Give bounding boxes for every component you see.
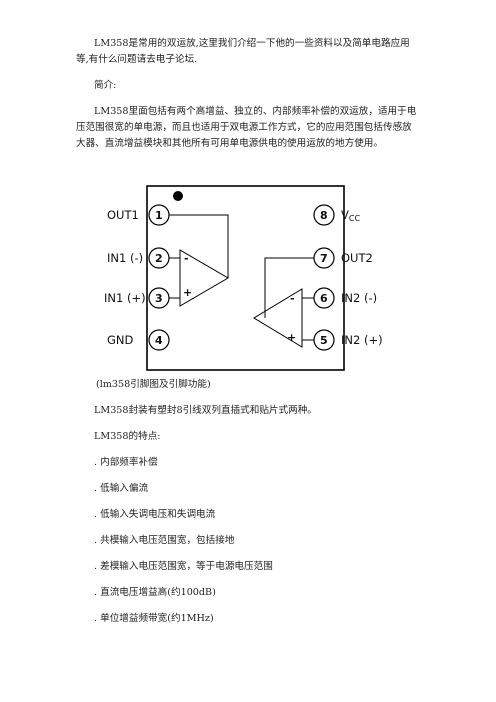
section-title: 简介:: [94, 80, 117, 91]
feature-item: . 差模输入电压范围宽，等于电源电压范围: [94, 561, 273, 572]
pin-4-number: 4: [155, 334, 163, 347]
opamp-1-plus: +: [183, 286, 192, 299]
pin-2-label: IN1 (-): [107, 251, 143, 265]
opamp-1-minus: -: [184, 252, 189, 265]
pin-6-number: 6: [320, 292, 328, 305]
feature-item: . 内部频率补偿: [94, 457, 158, 468]
pin-8-label: VCC: [341, 208, 360, 223]
pin-1-label: OUT1: [107, 208, 139, 222]
diagram-caption: (lm358引脚图及引脚功能): [96, 379, 211, 390]
desc-line-3: 大器、直流增益模块和其他所有可用单电源供电的使用运放的地方使用。: [76, 138, 383, 149]
pin1-marker-dot: [173, 191, 183, 201]
opamp-2-plus: +: [287, 331, 296, 344]
opamp-2-output-wire: [264, 257, 314, 318]
feature-item: . 低输入失调电压和失调电流: [94, 509, 216, 520]
pin-7-number: 7: [320, 252, 328, 265]
pin-6-label: IN2 (-): [341, 291, 377, 305]
feature-item: . 低输入偏流: [94, 483, 149, 494]
pin-5-label: IN2 (+): [341, 333, 383, 347]
opamp-2-triangle: [253, 288, 303, 348]
desc-line-2: 压范围很宽的单电源，而且也适用于双电源工作方式，它的应用范围包括传感放: [76, 122, 412, 133]
pin-7-label: OUT2: [341, 251, 373, 265]
pin-3-label: IN1 (+): [104, 291, 146, 305]
pin-5-number: 5: [320, 334, 328, 347]
pin-2-number: 2: [155, 252, 163, 265]
pin-4-circle: [148, 329, 170, 351]
features-title: LM358的特点:: [94, 431, 161, 442]
opamp-2-minus: -: [290, 292, 295, 305]
pin-8-number: 8: [320, 209, 328, 222]
chip-body: [146, 185, 345, 371]
opamp-1-output-wire: [169, 214, 229, 278]
pin-8-circle: [313, 204, 335, 226]
feature-item: . 直流电压增益高(约100dB): [94, 587, 216, 598]
pin-3-number: 3: [155, 292, 163, 305]
intro-line-2: 等,有什么问题请去电子论坛.: [76, 54, 198, 65]
feature-item: . 单位增益频带宽(约1MHz): [94, 613, 214, 624]
opamp-1-triangle: [179, 249, 229, 307]
intro-line-1: LM358是常用的双运放,这里我们介绍一下他的一些资料以及简单电路应用: [94, 38, 410, 49]
pin-1-number: 1: [155, 209, 163, 222]
desc-line-1: LM358里面包括有两个高增益、独立的、内部频率补偿的双运放，适用于电: [94, 106, 417, 117]
pin-4-label: GND: [107, 333, 134, 347]
package-text: LM358封装有塑封8引线双列直插式和贴片式两种。: [94, 405, 317, 416]
feature-item: . 共模输入电压范围宽，包括接地: [94, 535, 235, 546]
